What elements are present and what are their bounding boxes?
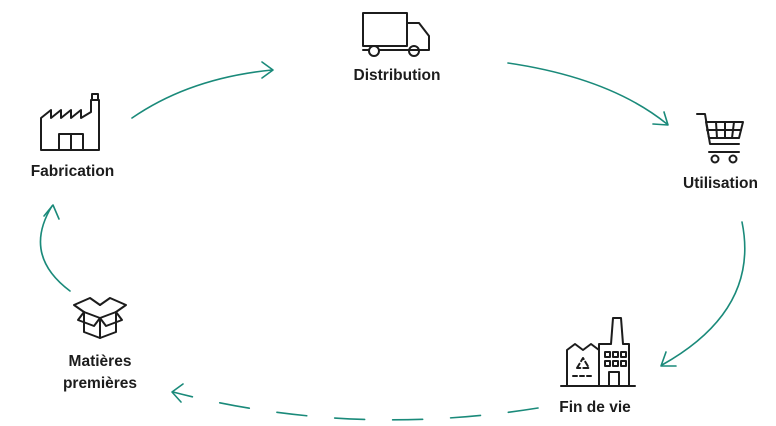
stage-label-matieres-line1: Matières — [68, 353, 132, 370]
arrowhead-fabrication — [43, 204, 60, 220]
arrow-matieres-to-fabrication — [39, 205, 71, 292]
open-box-icon — [73, 297, 127, 339]
arrow-fabrication-to-distribution — [131, 69, 273, 119]
factory-icon — [39, 93, 100, 151]
stage-label-matieres-line2: premières — [62, 375, 138, 392]
stage-label-distribution: Distribution — [353, 67, 441, 84]
arrowhead-matieres — [171, 383, 184, 403]
shopping-cart-icon — [695, 113, 744, 164]
arrow-fin-de-vie-to-matieres — [172, 391, 539, 421]
arrowhead-utilisation — [652, 111, 669, 126]
stage-matieres-premieres: Matières premières — [40, 292, 160, 394]
arrowhead-distribution — [261, 61, 274, 79]
stage-fin-de-vie: Fin de vie — [540, 314, 650, 418]
stage-utilisation: Utilisation — [668, 108, 773, 194]
truck-icon — [362, 12, 430, 57]
stage-label-utilisation: Utilisation — [683, 175, 758, 192]
recycling-factory-icon — [560, 317, 636, 387]
stage-fabrication: Fabrication — [10, 90, 135, 182]
stage-distribution: Distribution — [337, 10, 457, 86]
stage-label-fin-de-vie: Fin de vie — [559, 399, 631, 416]
stage-label-fabrication: Fabrication — [30, 163, 115, 180]
arrowhead-fin-de-vie — [660, 351, 677, 367]
arrow-distribution-to-utilisation — [507, 62, 668, 125]
arrow-utilisation-to-fin-de-vie — [661, 221, 746, 366]
